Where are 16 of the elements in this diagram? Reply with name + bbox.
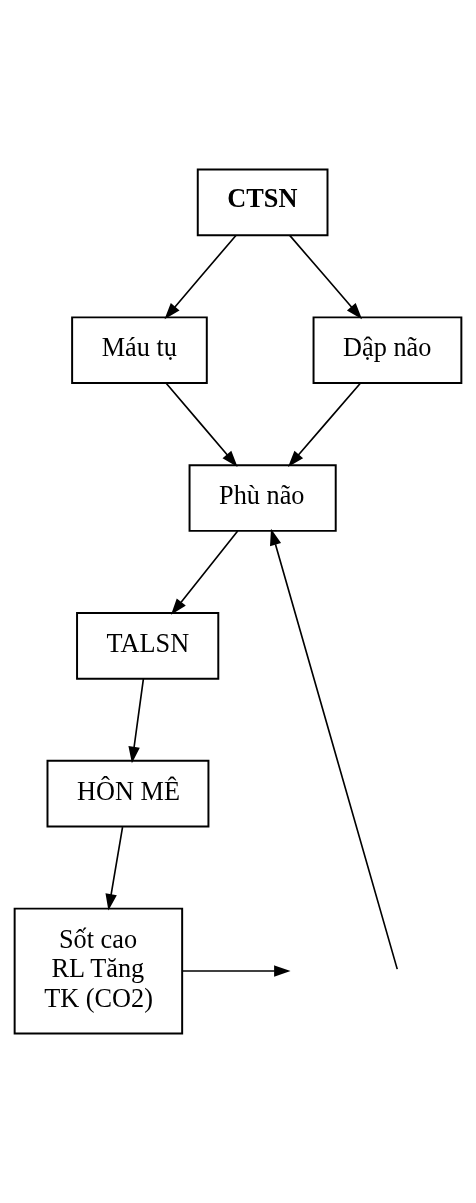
arrow (165, 382, 238, 467)
node-box: Máu tụ (71, 316, 208, 385)
arrow (105, 826, 124, 911)
node-box: CTSN (196, 168, 329, 237)
arrow (171, 530, 239, 615)
arrow (288, 234, 363, 320)
arrow (288, 382, 362, 467)
node-box: Sốt cao RL Tăng TK (CO2) (13, 907, 184, 1035)
node-box: Dập não (312, 316, 463, 385)
arrow (270, 528, 399, 970)
node-box: TALSN (76, 612, 220, 680)
node-box: HÔN MÊ (46, 759, 210, 828)
arrow (128, 678, 145, 764)
node-box: Phù não (188, 464, 337, 532)
arrow (164, 234, 237, 320)
arrow (181, 965, 291, 977)
